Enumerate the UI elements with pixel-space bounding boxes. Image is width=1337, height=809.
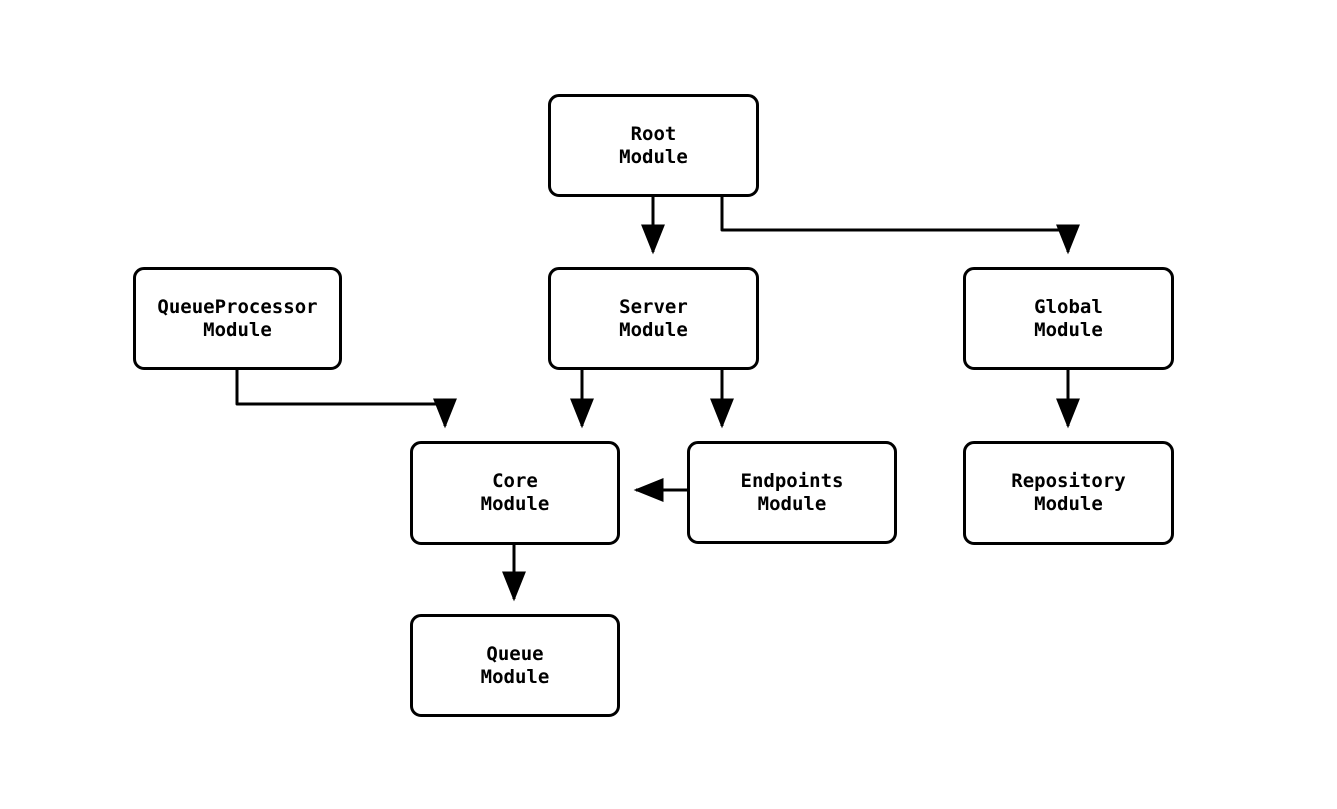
node-endpoints-module[interactable]: Endpoints Module bbox=[687, 441, 897, 544]
node-repository-module-line1: Repository bbox=[1011, 470, 1126, 492]
node-core-module-line2: Module bbox=[480, 493, 550, 515]
edge-queueprocessor-to-core bbox=[235, 370, 457, 429]
node-endpoints-module-line1: Endpoints bbox=[740, 469, 844, 492]
node-repository-module[interactable]: Repository Module bbox=[963, 441, 1174, 545]
node-root-module-line2: Module bbox=[619, 145, 688, 168]
node-repository-module-line2: Module bbox=[1034, 493, 1103, 515]
node-server-module-line1: Server bbox=[619, 295, 688, 318]
node-queue-module[interactable]: Queue Module bbox=[410, 614, 620, 717]
node-core-module-line1: Core bbox=[492, 470, 538, 492]
node-queue-module-line1: Queue bbox=[486, 642, 544, 665]
node-queueprocessor-module[interactable]: QueueProcessor Module bbox=[133, 267, 342, 370]
node-server-module-line2: Module bbox=[619, 318, 688, 341]
node-endpoints-module-line2: Module bbox=[757, 492, 827, 515]
node-global-module-line2: Module bbox=[1034, 318, 1103, 341]
node-root-module-line1: Root bbox=[630, 122, 677, 145]
edge-root-to-global bbox=[720, 197, 1080, 255]
node-root-module[interactable]: Root Module bbox=[548, 94, 759, 197]
node-queue-module-line2: Module bbox=[480, 665, 550, 688]
node-server-module[interactable]: Server Module bbox=[548, 267, 759, 370]
node-core-module[interactable]: Core Module bbox=[410, 441, 620, 545]
node-global-module-line1: Global bbox=[1034, 295, 1103, 318]
node-queueprocessor-module-line2: Module bbox=[203, 318, 272, 341]
node-global-module[interactable]: Global Module bbox=[963, 267, 1174, 370]
node-queueprocessor-module-line1: QueueProcessor bbox=[157, 295, 318, 318]
